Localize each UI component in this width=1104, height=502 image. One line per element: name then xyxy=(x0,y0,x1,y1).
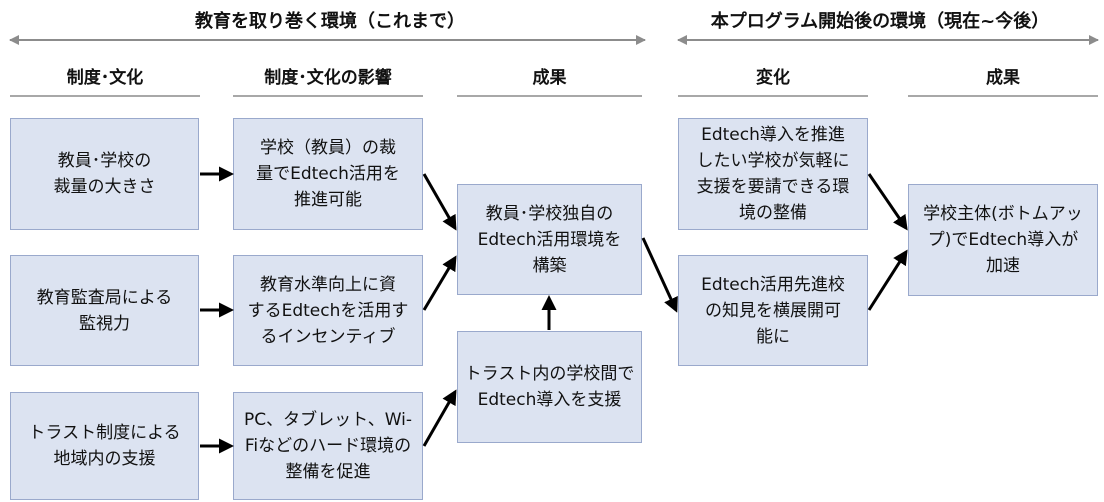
arrow-c4top-c5 xyxy=(867,173,908,231)
column-header-change: 変化 xyxy=(756,68,790,88)
arrow-c4bottom-c5 xyxy=(867,249,908,311)
header-rule xyxy=(678,95,868,97)
header-rule xyxy=(457,95,642,97)
column-header-result-after: 成果 xyxy=(986,68,1020,88)
box-bottom-up-edtech: 学校主体(ボトムアッ プ)でEdtech導入が 加速 xyxy=(908,184,1098,296)
box-edtech-discretion: 学校（教員）の裁 量でEdtech活用を 推進可能 xyxy=(233,118,423,230)
box-trust-support-edtech: トラスト内の学校間で Edtech導入を支援 xyxy=(457,331,642,443)
box-edtech-incentive: 教育水準向上に資 するEdtechを活用す るインセンティブ xyxy=(233,255,423,366)
box-trust-regional-support: トラスト制度による 地域内の支援 xyxy=(10,392,199,500)
arrow-c2r2-c3top xyxy=(422,255,457,311)
column-header-system-culture: 制度･文化 xyxy=(66,68,144,88)
section-title-before: 教育を取り巻く環境（これまで） xyxy=(195,11,465,32)
arrow-c3top-c4bottom xyxy=(641,237,678,313)
section-title-after: 本プログラム開始後の環境（現在~今後） xyxy=(710,11,1050,32)
column-header-influence: 制度･文化の影響 xyxy=(264,68,392,88)
column-header-result-before: 成果 xyxy=(532,68,567,88)
box-knowledge-sharing: Edtech活用先進校 の知見を横展開可 能に xyxy=(678,255,868,366)
arrow-c2r1-c3top xyxy=(422,173,457,231)
box-hardware-environment: PC、タブレット、Wi- Fiなどのハード環境の 整備を促進 xyxy=(233,392,423,500)
box-unique-edtech-environment: 教員･学校独自の Edtech活用環境を 構築 xyxy=(457,184,642,295)
header-rule xyxy=(233,95,423,97)
header-rule xyxy=(908,95,1098,97)
box-teacher-school-discretion: 教員･学校の 裁量の大きさ xyxy=(10,118,199,230)
arrow-c2r3-c3bottom xyxy=(422,389,457,447)
box-inspectorate-oversight: 教育監査局による 監視力 xyxy=(10,255,199,366)
box-support-request-environment: Edtech導入を推進 したい学校が気軽に 支援を要請できる環 境の整備 xyxy=(678,118,868,230)
header-rule xyxy=(10,95,200,97)
